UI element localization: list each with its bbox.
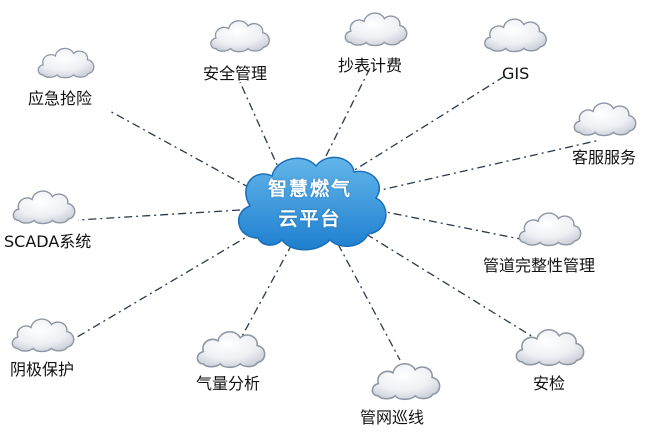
cloud-meter [344,12,408,47]
connector-customer [371,139,601,193]
center-cloud [237,156,387,251]
label-cathodic: 阴极保护 [10,360,75,379]
label-gas-analysis: 气量分析 [196,374,261,393]
connector-meter [317,67,371,173]
connector-safety [239,81,283,177]
connector-gas-analysis [239,243,293,341]
cloud-scada [12,190,76,225]
cloud-safety [209,19,271,53]
cloud-patrol [371,362,441,401]
label-patrol: 管网巡线 [360,408,425,427]
cloud-pipeline-integrity [518,212,582,247]
label-inspection: 安检 [533,374,566,393]
connector-patrol [337,243,401,361]
connector-pipeline-integrity [375,209,526,241]
label-meter: 抄表计费 [338,56,403,75]
label-emergency: 应急抢险 [28,89,93,108]
cloud-gis [484,18,547,53]
connector-cathodic [71,231,256,341]
connector-scada [77,209,241,221]
center-title-line1: 智慧燃气 [267,178,352,200]
label-gis: GIS [502,64,530,83]
cloud-customer [573,102,637,137]
cloud-inspection [515,328,585,367]
cloud-gas-analysis [196,330,266,369]
label-scada: SCADA系统 [4,232,92,251]
center-title-line2: 云平台 [278,208,342,230]
connector-gis [344,75,506,177]
label-safety: 安全管理 [203,64,268,83]
connector-emergency [107,109,251,189]
connector-inspection [365,233,539,341]
label-customer: 客服服务 [572,148,637,167]
cloud-cathodic [11,318,75,353]
label-pipeline-integrity: 管道完整性管理 [483,256,596,275]
cloud-emergency [37,47,95,79]
